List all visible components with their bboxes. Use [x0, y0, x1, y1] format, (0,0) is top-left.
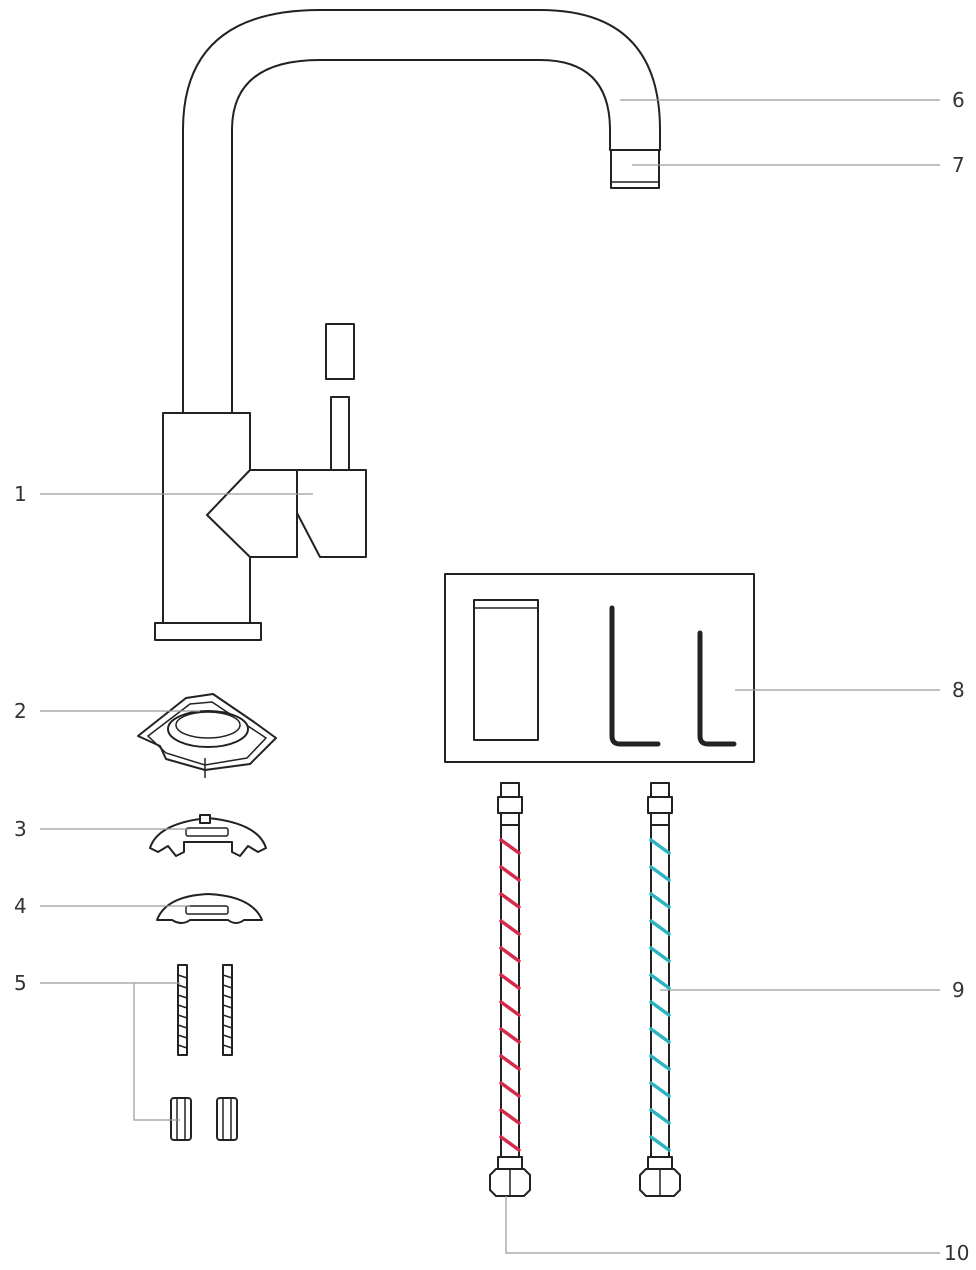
hose-stripe: [649, 1081, 671, 1098]
label-4: 4: [14, 894, 27, 918]
nuts: [170, 1097, 238, 1141]
hose-stripe: [649, 1000, 671, 1017]
label-8: 8: [952, 678, 965, 702]
leader-5b: [133, 983, 180, 1121]
hose-stripe: [499, 892, 521, 909]
hose-stripe: [649, 973, 671, 990]
threaded-rods: [177, 964, 233, 1056]
leader-lines: [40, 99, 940, 1254]
cold-water-hose: [639, 782, 681, 1197]
hose-stripe: [649, 1027, 671, 1044]
hose-stripe: [649, 1135, 671, 1152]
horseshoe-washer: [149, 814, 267, 857]
hose-stripe: [499, 1027, 521, 1044]
label-10: 10: [944, 1241, 969, 1265]
hose-stripe: [649, 1108, 671, 1125]
hose-stripe: [649, 865, 671, 882]
label-3: 3: [14, 817, 27, 841]
label-5: 5: [14, 971, 27, 995]
hose-stripe: [499, 973, 521, 990]
fixing-plate: [156, 893, 263, 924]
label-6: 6: [952, 88, 965, 112]
hose-stripe: [649, 1054, 671, 1071]
hose-stripe: [499, 1081, 521, 1098]
aerator: [610, 149, 660, 189]
faucet-body: [154, 323, 367, 641]
part-labels: 1 2 3 4 5 6 7 8 9 10: [14, 88, 969, 1265]
hex-key-small: [697, 630, 737, 747]
hose-stripe: [499, 865, 521, 882]
hose-stripe: [499, 1108, 521, 1125]
hose-stripe: [499, 1135, 521, 1152]
hose-stripe: [499, 838, 521, 855]
hose-stripe: [499, 946, 521, 963]
hot-water-hose: [489, 782, 531, 1197]
hose-stripe: [649, 919, 671, 936]
hose-stripe: [499, 1000, 521, 1017]
hose-stripe: [649, 892, 671, 909]
tool-kit-box: [444, 573, 755, 763]
hex-key-large: [609, 605, 661, 747]
leader-10: [505, 1196, 940, 1254]
base-plate: [137, 693, 277, 778]
label-7: 7: [952, 153, 965, 177]
label-1: 1: [14, 482, 27, 506]
spout: [182, 9, 661, 414]
label-2: 2: [14, 699, 27, 723]
hose-stripe: [649, 946, 671, 963]
hose-stripe: [499, 1054, 521, 1071]
hose-stripe: [499, 919, 521, 936]
hose-stripe: [649, 838, 671, 855]
label-9: 9: [952, 978, 965, 1002]
